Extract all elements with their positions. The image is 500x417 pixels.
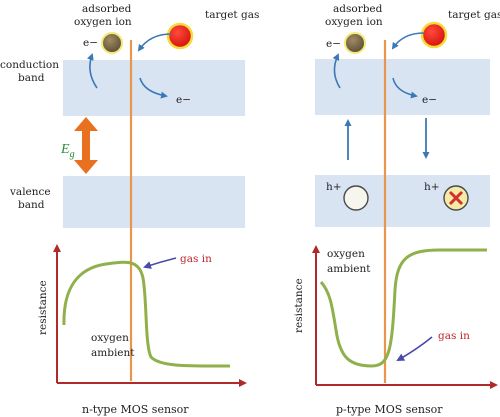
p-type-panel: adsorbed oxygen ion target gas e− e− h+ … (293, 3, 500, 416)
p-target-gas-icon (420, 21, 448, 49)
n-label-ambient: ambient (91, 347, 135, 359)
p-removed-hole-icon (443, 185, 469, 211)
n-type-caption: n-type MOS sensor (82, 403, 189, 416)
p-electron-release-arrow (392, 77, 418, 99)
p-hole-label-left: h+ (326, 181, 342, 193)
n-electron-top: e− (83, 37, 98, 49)
n-label-target-gas: target gas (205, 9, 259, 21)
p-hole-label-right: h+ (424, 181, 440, 193)
n-label-conduction-band: band (18, 72, 45, 84)
n-gas-in-arrow (143, 257, 177, 269)
p-electron-band: e− (422, 94, 437, 106)
p-oxygen-ion-icon (344, 32, 366, 54)
p-label-ambient: ambient (327, 263, 371, 275)
p-electron-top: e− (326, 38, 341, 50)
p-label-adsorbed: adsorbed (333, 3, 383, 15)
n-electron-capture-arrow (87, 53, 98, 89)
n-label-conduction: conduction (0, 59, 59, 71)
p-gas-in-arrow (396, 336, 433, 361)
bandgap-label: Eg (60, 142, 75, 160)
bandgap-arrow-icon (74, 117, 98, 174)
n-resistance-curve (62, 260, 231, 368)
p-label-gas-in: gas in (438, 330, 470, 342)
n-electron-release-arrow (139, 77, 168, 99)
p-resistance-curve (319, 248, 487, 368)
p-electron-capture-arrow (332, 53, 341, 89)
n-electron-band: e− (176, 94, 191, 106)
n-label-adsorbed: adsorbed (82, 3, 132, 15)
p-conduction-band (315, 59, 490, 115)
p-hole-icon (343, 185, 369, 211)
n-type-panel: adsorbed oxygen ion target gas e− e− con… (0, 3, 259, 416)
n-target-gas-icon (166, 22, 194, 50)
n-oxygen-ion-icon (101, 32, 123, 54)
n-label-gas-in: gas in (180, 253, 212, 265)
n-conduction-band (63, 60, 245, 116)
n-y-axis-label: resistance (37, 280, 49, 335)
p-label-oxygen: oxygen (327, 248, 365, 260)
p-y-axis-label: resistance (293, 278, 305, 333)
p-gas-arrow (391, 32, 425, 50)
p-type-caption: p-type MOS sensor (336, 403, 443, 416)
n-gas-arrow (137, 33, 172, 52)
n-label-oxygen-ion: oxygen ion (74, 16, 132, 28)
n-label-valence: valence (9, 186, 51, 198)
n-label-oxygen: oxygen (91, 332, 129, 344)
p-label-target-gas: target gas (448, 9, 500, 21)
n-valence-band (63, 176, 245, 228)
p-label-oxygen-ion: oxygen ion (325, 16, 383, 28)
n-label-valence-band: band (18, 199, 45, 211)
